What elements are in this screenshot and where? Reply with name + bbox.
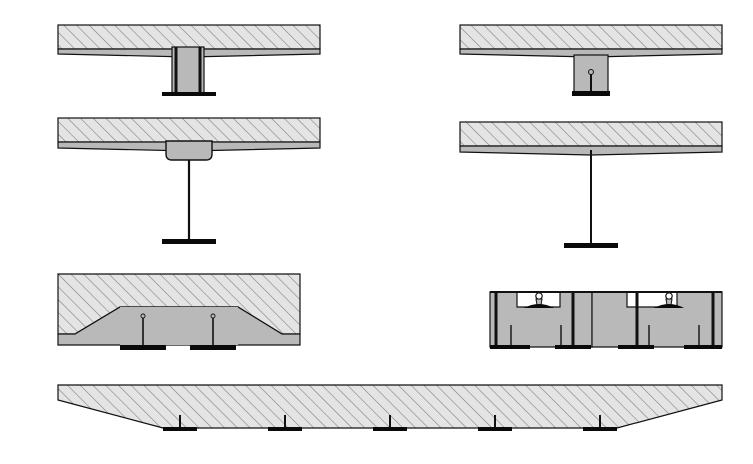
section-5-twin-girder-thick-slab xyxy=(57,273,301,350)
rail-plate-right xyxy=(654,304,684,308)
section-6-railway-trough-deck xyxy=(489,291,723,349)
concrete-deck-slab xyxy=(57,117,321,143)
trough-deck-body-right xyxy=(591,291,723,348)
stud-head-right xyxy=(210,313,216,319)
concrete-haunch-core xyxy=(120,307,238,345)
rail-head-right xyxy=(665,292,673,300)
bottom-flange-right xyxy=(190,345,236,350)
bottom-flange xyxy=(162,92,216,96)
section-4-slender-i-girder xyxy=(459,121,723,248)
steel-deck-plate xyxy=(459,48,723,58)
bottom-flange-left xyxy=(120,345,166,350)
bottom-flange xyxy=(572,91,610,96)
rail-plate-left xyxy=(524,304,554,308)
concrete-deck-slab xyxy=(57,24,321,50)
section-1-steel-box-girder xyxy=(57,24,321,96)
stud-head-left xyxy=(140,313,146,319)
section-3-i-girder-with-haunch xyxy=(57,117,321,244)
section-2-rib-girder xyxy=(459,24,723,96)
bottom-flange-4 xyxy=(684,345,722,349)
stringer-5 xyxy=(583,415,617,431)
bottom-flange xyxy=(564,243,618,248)
concrete-haunch xyxy=(165,140,213,161)
bottom-flange-1 xyxy=(490,345,530,349)
bottom-flange-3 xyxy=(618,345,654,349)
concrete-deck-slab xyxy=(459,24,723,50)
stringer-4 xyxy=(478,415,512,431)
bottom-flange xyxy=(162,239,216,244)
section-7-multi-stringer-deck xyxy=(57,384,723,431)
shear-connector-head xyxy=(588,69,594,75)
stringer-1 xyxy=(163,415,197,431)
rail-head-left xyxy=(535,292,543,300)
stringer-2 xyxy=(268,415,302,431)
bottom-flange-2 xyxy=(555,345,591,349)
concrete-deck-slab xyxy=(459,121,723,147)
stringer-3 xyxy=(373,415,407,431)
